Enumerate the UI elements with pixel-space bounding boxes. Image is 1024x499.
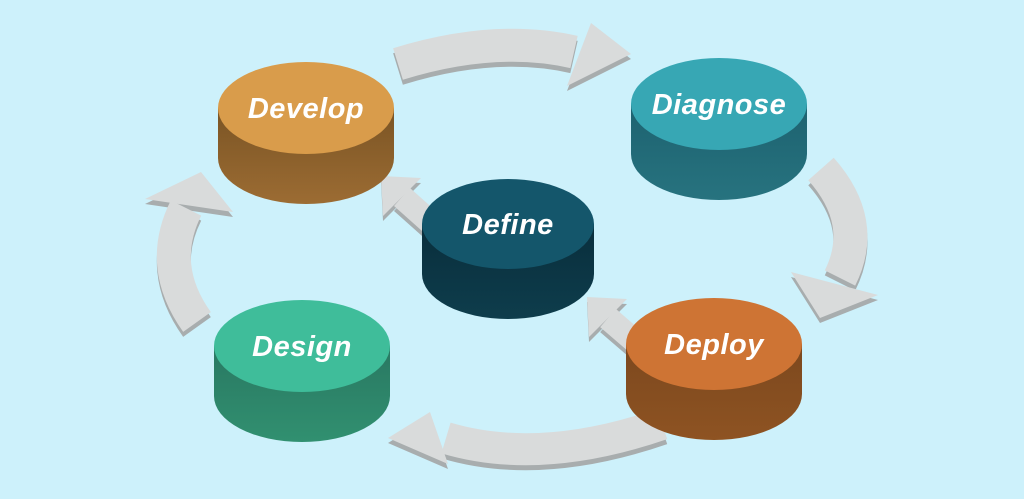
disc-top <box>631 58 807 150</box>
disc-top <box>626 298 802 390</box>
node-diagnose: Diagnose <box>631 58 807 200</box>
arrow-design-to-develop <box>145 172 233 337</box>
arrow-develop-to-diagnose <box>393 23 631 91</box>
disc-top <box>218 62 394 154</box>
arrowhead-icon <box>388 412 448 464</box>
arrowhead-icon <box>145 172 233 212</box>
node-label-develop: Develop <box>248 93 364 125</box>
node-define: Define <box>422 179 594 319</box>
node-label-deploy: Deploy <box>664 329 765 361</box>
arrowhead-icon <box>381 176 421 216</box>
arrow-band <box>441 408 668 466</box>
disc-top <box>422 179 594 269</box>
arrowhead-icon <box>791 272 878 318</box>
arrow-band <box>393 28 578 80</box>
disc-top <box>214 300 390 392</box>
node-develop: Develop <box>218 62 394 204</box>
node-label-design: Design <box>252 331 352 363</box>
arrowhead-icon <box>567 23 631 86</box>
node-label-define: Define <box>462 209 554 241</box>
arrow-diagnose-to-deploy <box>791 157 878 323</box>
arrowhead-icon <box>587 297 627 337</box>
arrow-band <box>156 200 212 332</box>
arrow-deploy-to-design <box>388 408 668 471</box>
node-label-diagnose: Diagnose <box>652 89 787 121</box>
arrow-band <box>807 157 868 286</box>
node-design: Design <box>214 300 390 442</box>
node-deploy: Deploy <box>626 298 802 440</box>
